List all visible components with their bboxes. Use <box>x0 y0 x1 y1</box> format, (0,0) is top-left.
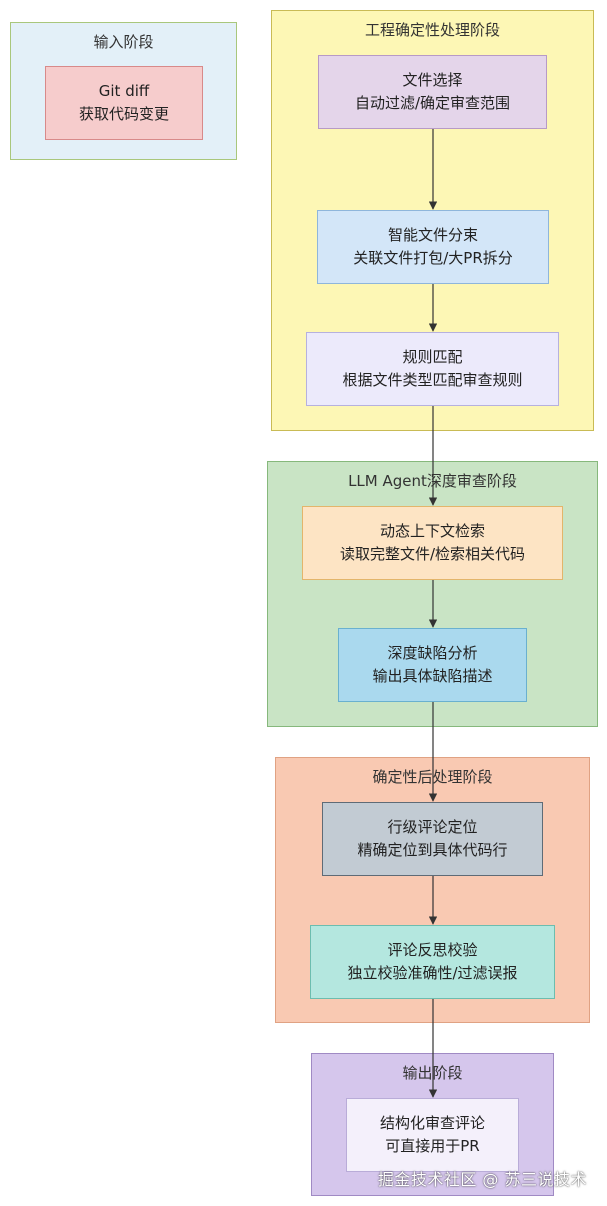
watermark-text: 掘金技术社区 @ 苏三说技术 <box>377 1170 587 1189</box>
node-title: 规则匹配 <box>402 348 463 366</box>
defect-analysis-node: 深度缺陷分析 输出具体缺陷描述 <box>338 628 527 702</box>
node-title: 智能文件分束 <box>387 226 478 244</box>
node-subtitle: 自动过滤/确定审查范围 <box>354 94 511 112</box>
node-title: 评论反思校验 <box>387 941 478 959</box>
node-title: 深度缺陷分析 <box>387 644 478 662</box>
node-title: 结构化审查评论 <box>379 1114 485 1132</box>
git-diff-node: Git diff 获取代码变更 <box>45 66 203 140</box>
node-title: 动态上下文检索 <box>379 522 485 540</box>
structured-comment-node: 结构化审查评论 可直接用于PR <box>346 1098 519 1172</box>
node-subtitle: 关联文件打包/大PR拆分 <box>353 249 513 267</box>
node-title: 文件选择 <box>402 71 463 89</box>
context-retrieval-node: 动态上下文检索 读取完整文件/检索相关代码 <box>302 506 563 580</box>
node-title: Git diff <box>98 82 150 100</box>
input-stage-title: 输入阶段 <box>93 33 154 51</box>
bundle-node: 智能文件分束 关联文件打包/大PR拆分 <box>317 210 549 284</box>
node-subtitle: 输出具体缺陷描述 <box>372 667 493 685</box>
node-subtitle: 可直接用于PR <box>385 1137 480 1155</box>
engineering-stage-title: 工程确定性处理阶段 <box>364 21 500 39</box>
node-subtitle: 根据文件类型匹配审查规则 <box>342 371 523 389</box>
node-subtitle: 获取代码变更 <box>78 105 169 123</box>
line-comment-node: 行级评论定位 精确定位到具体代码行 <box>322 802 543 876</box>
file-select-node: 文件选择 自动过滤/确定审查范围 <box>318 55 547 129</box>
node-subtitle: 读取完整文件/检索相关代码 <box>339 545 526 563</box>
node-subtitle: 独立校验准确性/过滤误报 <box>347 964 518 982</box>
node-subtitle: 精确定位到具体代码行 <box>357 841 508 859</box>
rule-match-node: 规则匹配 根据文件类型匹配审查规则 <box>306 332 559 406</box>
node-title: 行级评论定位 <box>387 818 478 836</box>
reflection-check-node: 评论反思校验 独立校验准确性/过滤误报 <box>310 925 555 999</box>
